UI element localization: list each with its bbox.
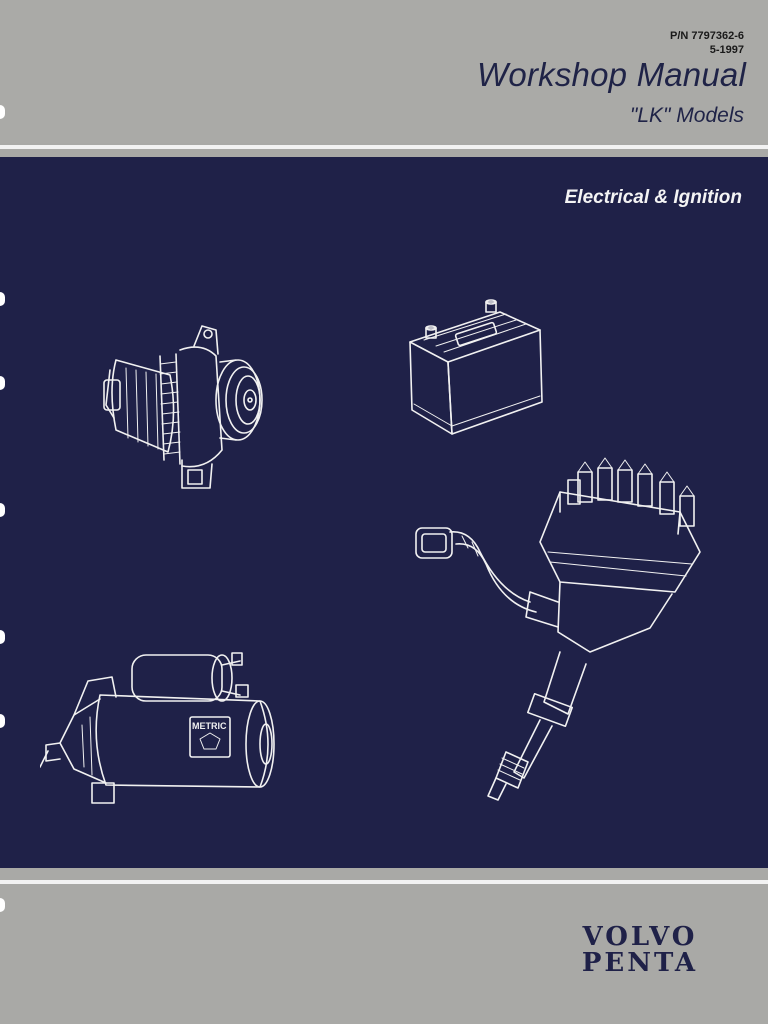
binder-hole-mark: [0, 292, 5, 306]
binder-hole-mark: [0, 630, 5, 644]
volvo-penta-logo: VOLVO PENTA: [550, 924, 730, 984]
publication-date: 5-1997: [709, 44, 744, 56]
binder-hole-mark: [0, 376, 5, 390]
distributor-illustration: [410, 452, 720, 802]
logo-line-volvo: VOLVO: [582, 922, 698, 952]
binder-hole-mark: [0, 503, 5, 517]
logo-line-penta: PENTA: [581, 948, 699, 978]
binder-hole-mark: [0, 898, 5, 912]
manual-subtitle: "LK" Models: [629, 104, 744, 127]
manual-title: Workshop Manual: [477, 56, 746, 93]
header-band: P/N 7797362-6 5-1997 Workshop Manual "LK…: [0, 0, 768, 143]
binder-hole-mark: [0, 714, 5, 728]
alternator-illustration: [98, 320, 270, 495]
top-divider: [0, 145, 768, 149]
illustration-panel: [0, 157, 768, 868]
section-title: Electrical & Ignition: [564, 187, 742, 208]
footer-band: [0, 892, 768, 1024]
bottom-divider: [0, 880, 768, 884]
part-number: P/N 7797362-6: [670, 30, 744, 42]
battery-illustration: [400, 298, 550, 438]
binder-hole-mark: [0, 105, 5, 119]
metric-plate-label: METRIC: [192, 721, 227, 731]
starter-motor-illustration: METRIC: [40, 645, 285, 810]
